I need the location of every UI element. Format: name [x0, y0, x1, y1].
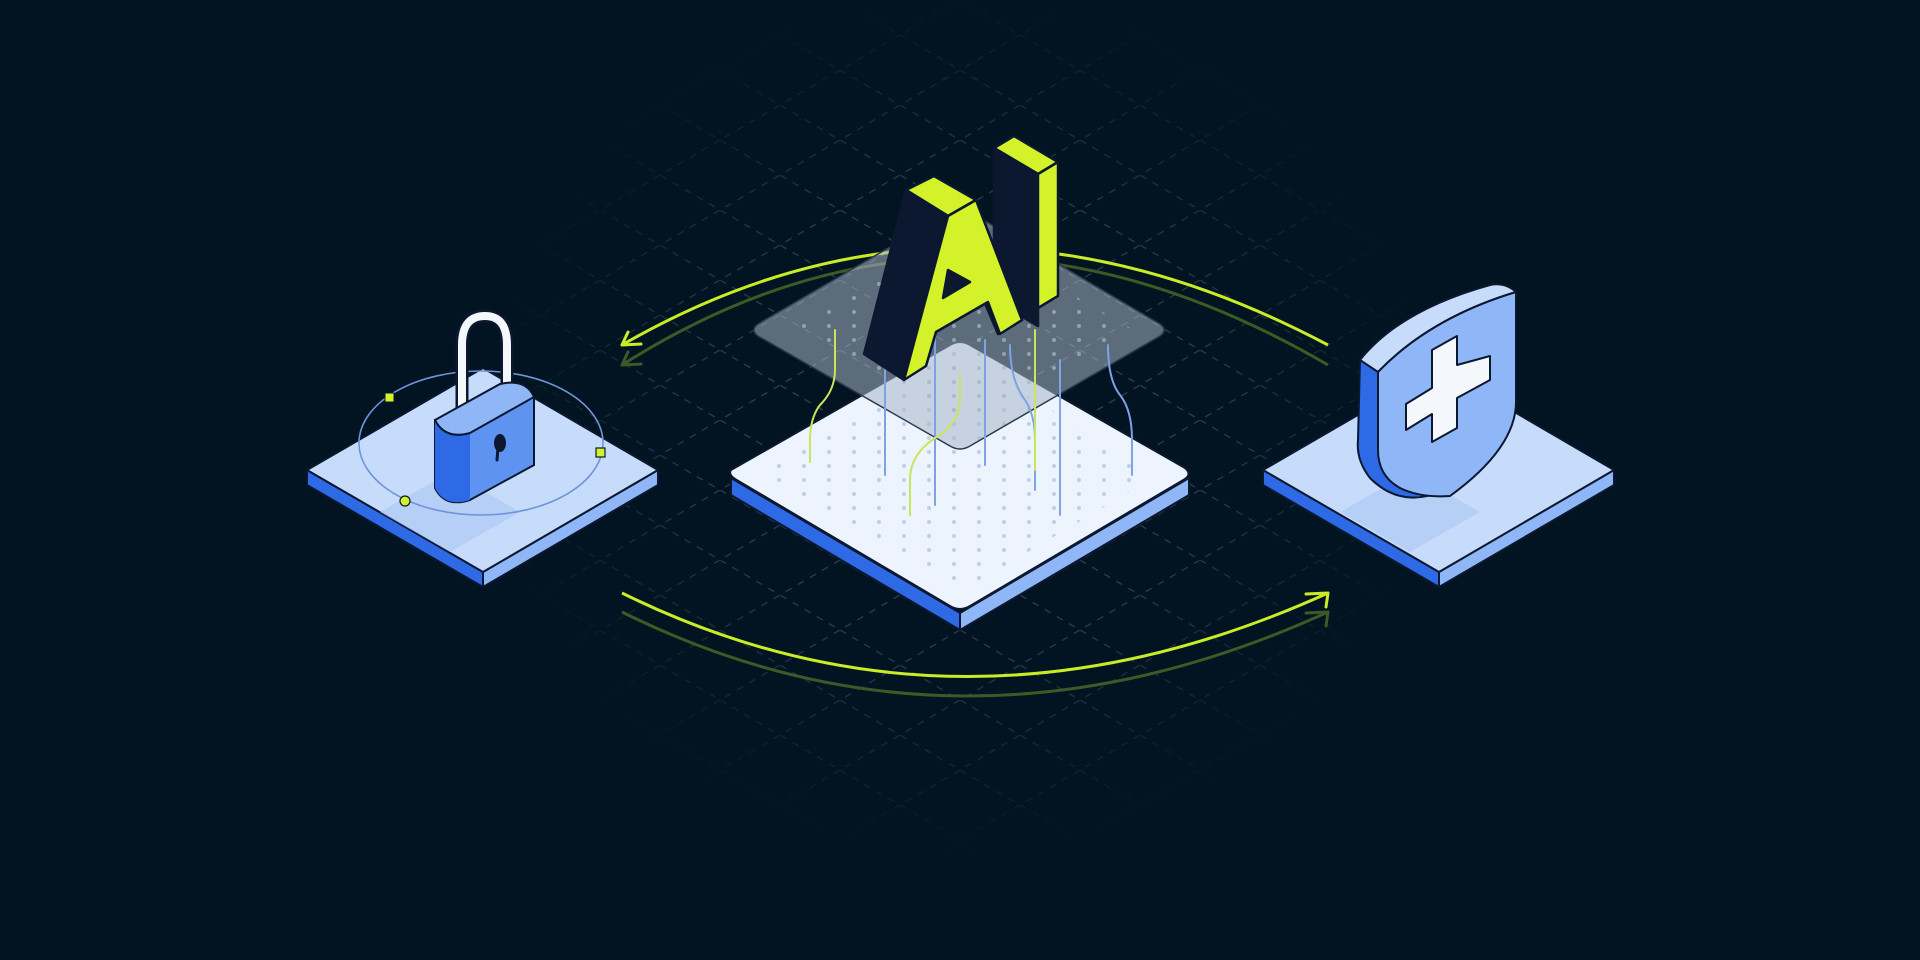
data-flow-lines [809, 319, 1133, 516]
ai-letters [862, 134, 1060, 382]
ai-platform [729, 341, 1190, 632]
shield-plus-icon [1356, 283, 1517, 499]
lock-icon [433, 309, 536, 504]
